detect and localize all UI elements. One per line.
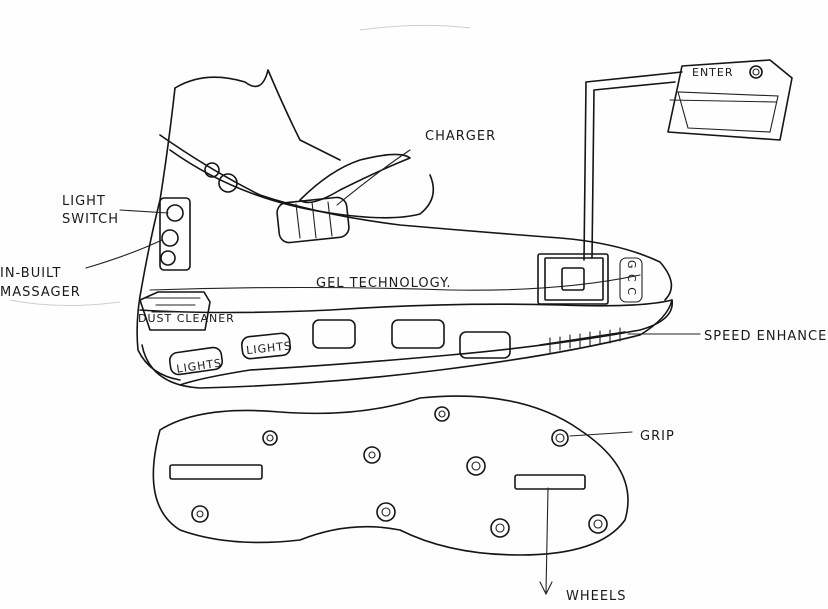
massager-label-line1: IN-BUILT [0, 266, 61, 281]
grip-studs [192, 407, 607, 537]
paper-mark [10, 300, 120, 306]
light-switch-button[interactable] [167, 205, 183, 221]
shoe-collar [175, 70, 340, 160]
side-button-panel [160, 198, 190, 270]
lace-line [170, 150, 433, 218]
sole-window [392, 320, 444, 348]
sole-window [313, 320, 355, 348]
grip-leader [570, 432, 632, 436]
grip-label: GRIP [640, 429, 675, 444]
light-switch-label-line2: SWITCH [62, 212, 119, 227]
wheel-slot-right [515, 475, 585, 489]
wheels-arrow [546, 488, 548, 592]
lights-label-left: LIGHTS [176, 356, 223, 375]
heel-panel-label: G C C [625, 260, 638, 296]
gel-technology-label: GEL TECHNOLOGY. [316, 276, 452, 291]
sole-bottom-view [153, 396, 628, 555]
enter-label: ENTER [692, 66, 734, 79]
charger-leader [337, 150, 410, 205]
dust-cleaner-label: DUST CLEANER [138, 312, 235, 325]
massager-button-lower[interactable] [161, 251, 175, 265]
paper-mark [360, 25, 470, 30]
speed-enhance-label: SPEED ENHANCE [704, 329, 827, 344]
charger-label: CHARGER [425, 129, 496, 144]
shoe-back-heel [137, 88, 180, 380]
enter-button-icon[interactable] [750, 66, 762, 78]
charger-cable [592, 82, 675, 258]
light-switch-label-line1: LIGHT [62, 194, 106, 209]
massager-button-upper[interactable] [162, 230, 178, 246]
wheels-label: WHEELS [566, 589, 627, 604]
shoe-side-view [137, 70, 682, 388]
massager-label-line2: MASSAGER [0, 285, 81, 300]
wheel-slot-left [170, 465, 262, 479]
charger-cable [584, 72, 682, 260]
heel-switch[interactable] [562, 268, 584, 290]
